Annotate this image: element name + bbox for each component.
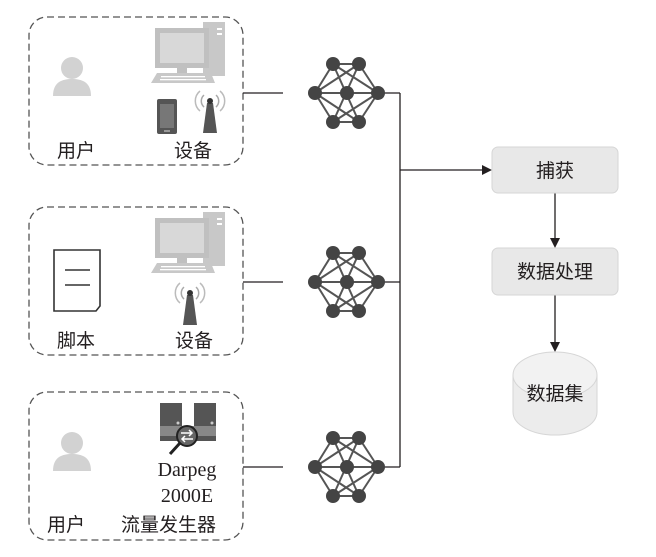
antenna-icon: [174, 282, 206, 326]
desktop-computer-icon: [151, 212, 225, 273]
group-left-label: 用户: [47, 514, 85, 536]
group-right-label: 设备: [175, 330, 213, 352]
processing-label: 数据处理: [517, 261, 593, 283]
group-left-label: 脚本: [57, 330, 95, 352]
dashed-group-border: [28, 16, 244, 166]
processing-box: 数据处理: [491, 247, 619, 296]
network-mesh-icon: [307, 245, 386, 319]
dashed-group-border: [28, 206, 244, 356]
source-group-1: 用户 设备: [28, 16, 244, 166]
generator-name-line-2: 2000E: [161, 485, 213, 507]
dashed-group-border: [28, 391, 244, 541]
script-document-icon: [53, 249, 101, 312]
traffic-generator-server-icon: [160, 403, 216, 456]
group-left-label: 用户: [57, 140, 95, 162]
generator-name-line-1: Darpeg: [158, 459, 217, 481]
source-group-2: 脚本 设备: [28, 206, 244, 356]
capture-label: 捕获: [536, 160, 574, 182]
source-group-3: Darpeg 2000E 用户 流量发生器: [28, 391, 244, 541]
desktop-computer-icon: [151, 22, 225, 83]
dataset-label: 数据集: [526, 383, 583, 405]
dataset-cylinder: 数据集: [512, 351, 598, 436]
network-mesh-icon: [307, 56, 386, 130]
network-mesh-icon: [307, 430, 386, 504]
group-right-label: 设备: [174, 140, 212, 162]
user-icon: [53, 57, 91, 96]
generator-name-line-3: 流量发生器: [121, 514, 216, 536]
antenna-icon: [194, 90, 226, 134]
connector-lines: [243, 92, 560, 468]
user-icon: [53, 432, 91, 471]
smartphone-icon: [157, 99, 177, 134]
capture-box: 捕获: [491, 146, 619, 194]
